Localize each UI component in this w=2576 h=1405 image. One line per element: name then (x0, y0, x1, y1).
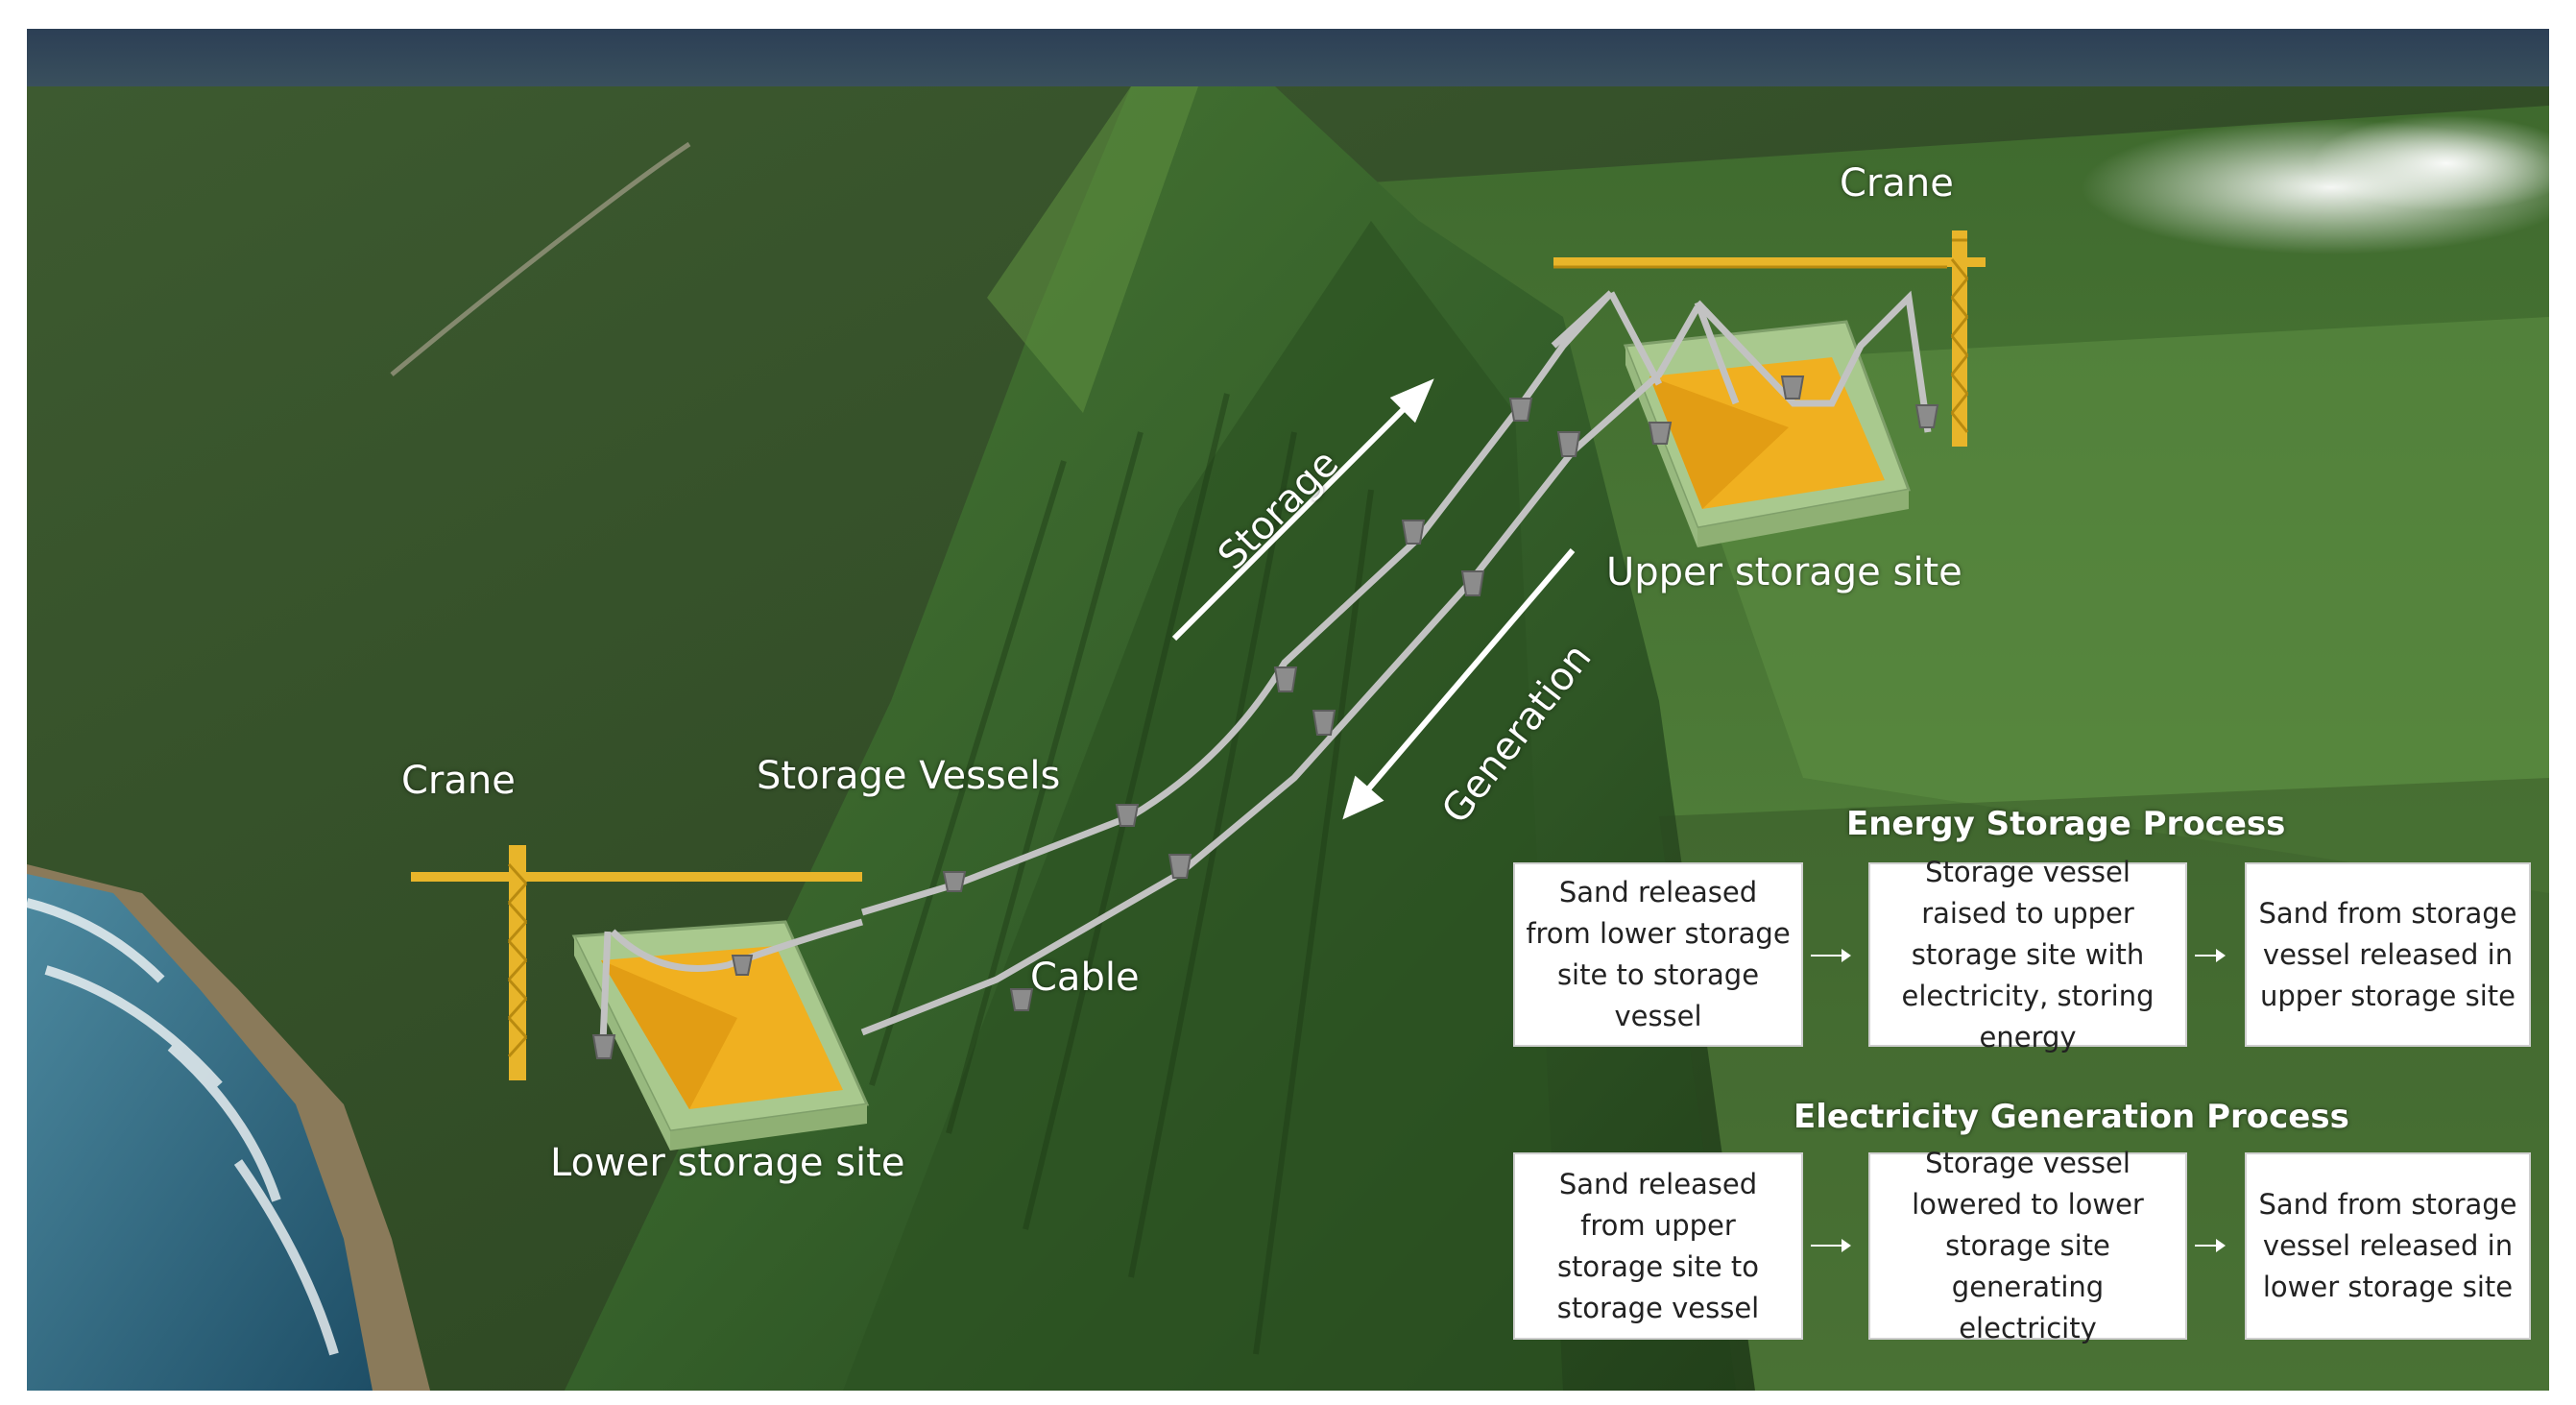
lower-crane-label: Crane (401, 759, 516, 803)
storage-direction-arrow (1171, 378, 1434, 642)
energy-storage-process-title: Energy Storage Process (1846, 805, 2286, 843)
upper-crane (1553, 230, 1986, 447)
upper-crane-label: Crane (1840, 161, 1954, 206)
cable-label: Cable (1030, 956, 1140, 1000)
generation-step-arrow-2 (2195, 1239, 2226, 1252)
generation-step-3: Sand from storage vessel released in low… (2245, 1152, 2531, 1340)
lower-storage-container (571, 920, 870, 1151)
diagram-overlay (411, 230, 1986, 1151)
generation-direction-arrow (1342, 548, 1576, 820)
storage-step-3: Sand from storage vessel released in upp… (2245, 862, 2531, 1047)
generation-step-arrow-1 (1811, 1239, 1851, 1252)
generation-step-2: Storage vessel lowered to lower storage … (1868, 1147, 2187, 1344)
storage-vessels (591, 375, 1939, 1059)
generation-step-1: Sand released from upper storage site to… (1513, 1152, 1803, 1340)
aerial-landscape-scene: Crane Crane Upper storage site Lower sto… (27, 29, 2549, 1391)
upper-storage-container (1623, 320, 1912, 547)
upper-site-label: Upper storage site (1606, 550, 1962, 594)
lower-site-label: Lower storage site (550, 1141, 905, 1185)
storage-step-arrow-2 (2195, 949, 2226, 962)
generation-process-title: Electricity Generation Process (1794, 1098, 2349, 1136)
cable-system (599, 290, 1932, 1043)
storage-step-arrow-1 (1811, 949, 1851, 962)
storage-vessels-label: Storage Vessels (757, 754, 1061, 798)
storage-step-2: Storage vessel raised to upper storage s… (1868, 856, 2187, 1054)
storage-step-1: Sand released from lower storage site to… (1513, 862, 1803, 1047)
lower-crane (411, 845, 862, 1080)
